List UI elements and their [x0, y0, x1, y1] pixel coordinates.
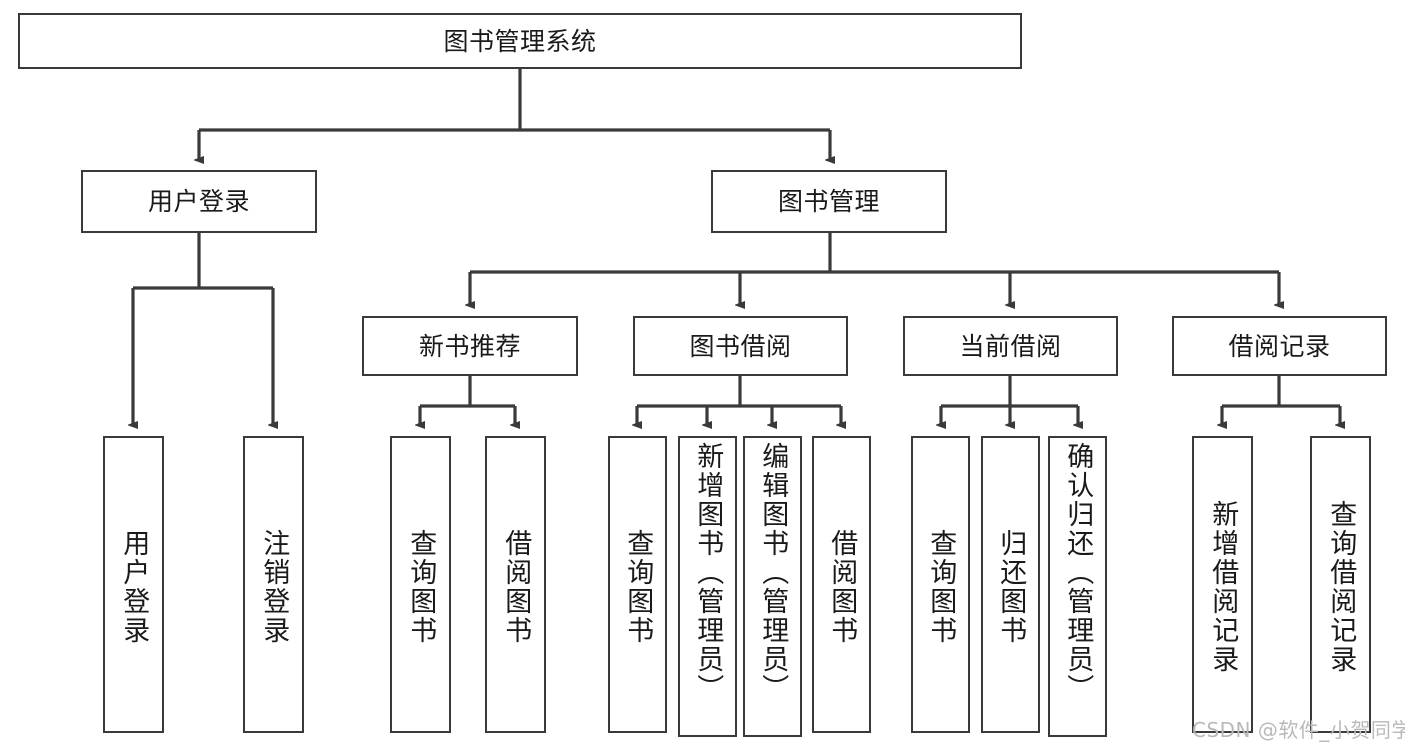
node-label: 当前借阅: [959, 331, 1062, 361]
node-leaf-user-login[interactable]: 用户登录: [103, 436, 164, 733]
node-label: 查询图书: [925, 528, 957, 645]
node-label: 图书管理: [777, 187, 880, 216]
node-leaf-borrow-book-recommend[interactable]: 借阅图书: [485, 436, 546, 733]
node-leaf-edit-book-admin[interactable]: 编辑图书（管理员）: [743, 436, 802, 737]
node-label: 新增图书（管理员）: [692, 442, 724, 703]
node-label: 编辑图书（管理员）: [757, 442, 789, 703]
node-label: 查询图书: [405, 528, 437, 645]
node-leaf-confirm-return-admin[interactable]: 确认归还（管理员）: [1048, 436, 1107, 737]
node-label: 用户登录: [147, 187, 250, 216]
node-label: 归还图书: [995, 528, 1027, 645]
node-label: 查询借阅记录: [1325, 499, 1357, 674]
node-label: 注销登录: [258, 528, 290, 645]
node-label: 新增借阅记录: [1207, 499, 1239, 674]
node-leaf-return-book[interactable]: 归还图书: [981, 436, 1040, 733]
node-label: 借阅记录: [1228, 331, 1331, 361]
node-leaf-add-borrow-record[interactable]: 新增借阅记录: [1192, 436, 1253, 733]
node-book-management[interactable]: 图书管理: [711, 170, 947, 233]
node-current-borrow[interactable]: 当前借阅: [903, 316, 1118, 376]
node-label: 确认归还（管理员）: [1062, 442, 1094, 703]
node-label: 图书管理系统: [443, 26, 597, 56]
watermark-text: CSDN @软件_小贺同学: [1192, 718, 1405, 742]
node-label: 新书推荐: [418, 331, 521, 361]
node-new-book-recommend[interactable]: 新书推荐: [362, 316, 578, 376]
node-borrow-record[interactable]: 借阅记录: [1172, 316, 1387, 376]
node-user-login[interactable]: 用户登录: [81, 170, 317, 233]
node-label: 借阅图书: [500, 528, 532, 645]
node-leaf-add-book-admin[interactable]: 新增图书（管理员）: [678, 436, 737, 737]
node-leaf-borrow-book[interactable]: 借阅图书: [812, 436, 871, 733]
node-label: 用户登录: [118, 528, 150, 645]
node-leaf-query-book-recommend[interactable]: 查询图书: [390, 436, 451, 733]
node-label: 查询图书: [622, 528, 654, 645]
node-leaf-query-book-borrow[interactable]: 查询图书: [608, 436, 667, 733]
node-label: 借阅图书: [826, 528, 858, 645]
node-label: 图书借阅: [689, 331, 792, 361]
node-leaf-query-book-current[interactable]: 查询图书: [911, 436, 970, 733]
node-root-system[interactable]: 图书管理系统: [18, 13, 1022, 69]
node-leaf-logout[interactable]: 注销登录: [243, 436, 304, 733]
node-leaf-query-borrow-record[interactable]: 查询借阅记录: [1310, 436, 1371, 733]
node-book-borrow[interactable]: 图书借阅: [633, 316, 848, 376]
